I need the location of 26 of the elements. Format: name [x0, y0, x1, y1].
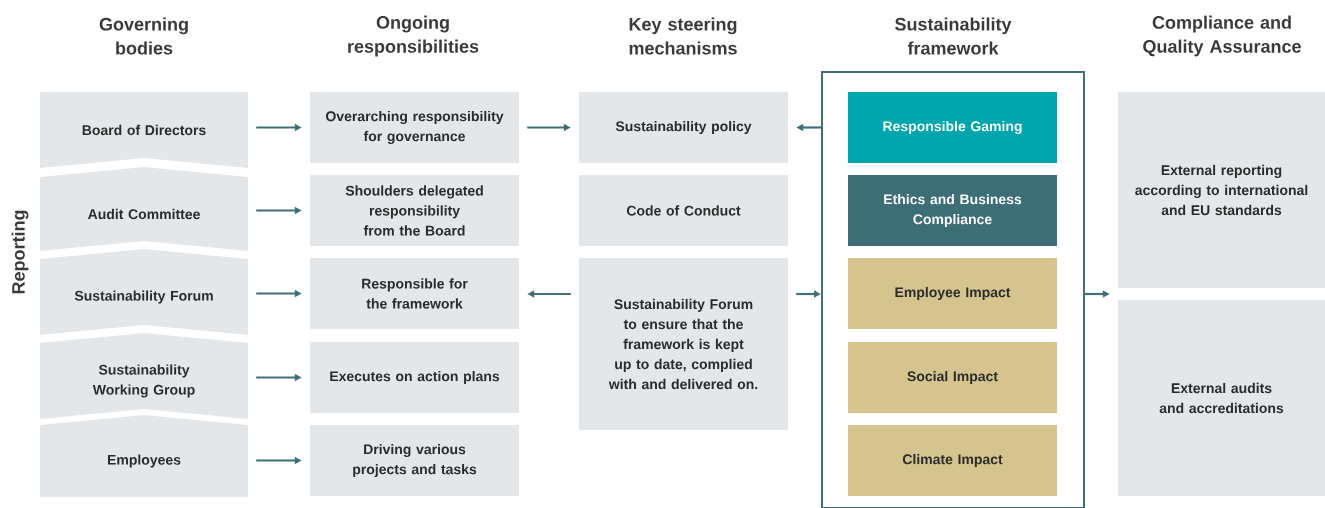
node-label: Sustainability framework — [895, 17, 1012, 55]
chevron-box: Employees — [40, 415, 248, 497]
text-box: Sustainability policy — [579, 92, 788, 163]
text-box: Overarching responsibility for governance — [310, 92, 519, 163]
framework-box: Responsible Gaming — [848, 92, 1057, 163]
side-label: Reporting — [11, 210, 29, 294]
text-box: Responsible for the framework — [310, 258, 519, 329]
chevron-box: Audit Committee — [40, 167, 248, 251]
framework-box: Employee Impact — [848, 258, 1057, 329]
framework-box: Climate Impact — [848, 425, 1057, 496]
chevron-box: Board of Directors — [40, 92, 248, 168]
framework-box: Ethics and Business Compliance — [848, 175, 1057, 246]
chevron-box: Sustainability Working Group — [40, 333, 248, 419]
column-heading: Key steering mechanisms — [629, 17, 737, 55]
framework-box: Social Impact — [848, 342, 1057, 413]
column-heading: Ongoing responsibilities — [348, 15, 479, 57]
text-box: Code of Conduct — [579, 175, 788, 246]
column-heading: Governing bodies — [99, 17, 188, 55]
text-box: Shoulders delegated responsibility from the Board — [310, 175, 519, 246]
chevron-box: Sustainability Forum — [40, 249, 248, 335]
column-heading: Compliance and Quality Assurance — [1143, 15, 1301, 57]
text-box: External audits and accreditations — [1118, 300, 1325, 496]
text-box: Driving various projects and tasks — [310, 425, 519, 496]
text-box: External reporting according to international and EU standards — [1118, 92, 1325, 288]
text-box: Executes on action plans — [310, 342, 519, 413]
text-box: Sustainability Forum to ensure that the framework is kept up to date, complied with and delivered on. — [579, 258, 788, 430]
